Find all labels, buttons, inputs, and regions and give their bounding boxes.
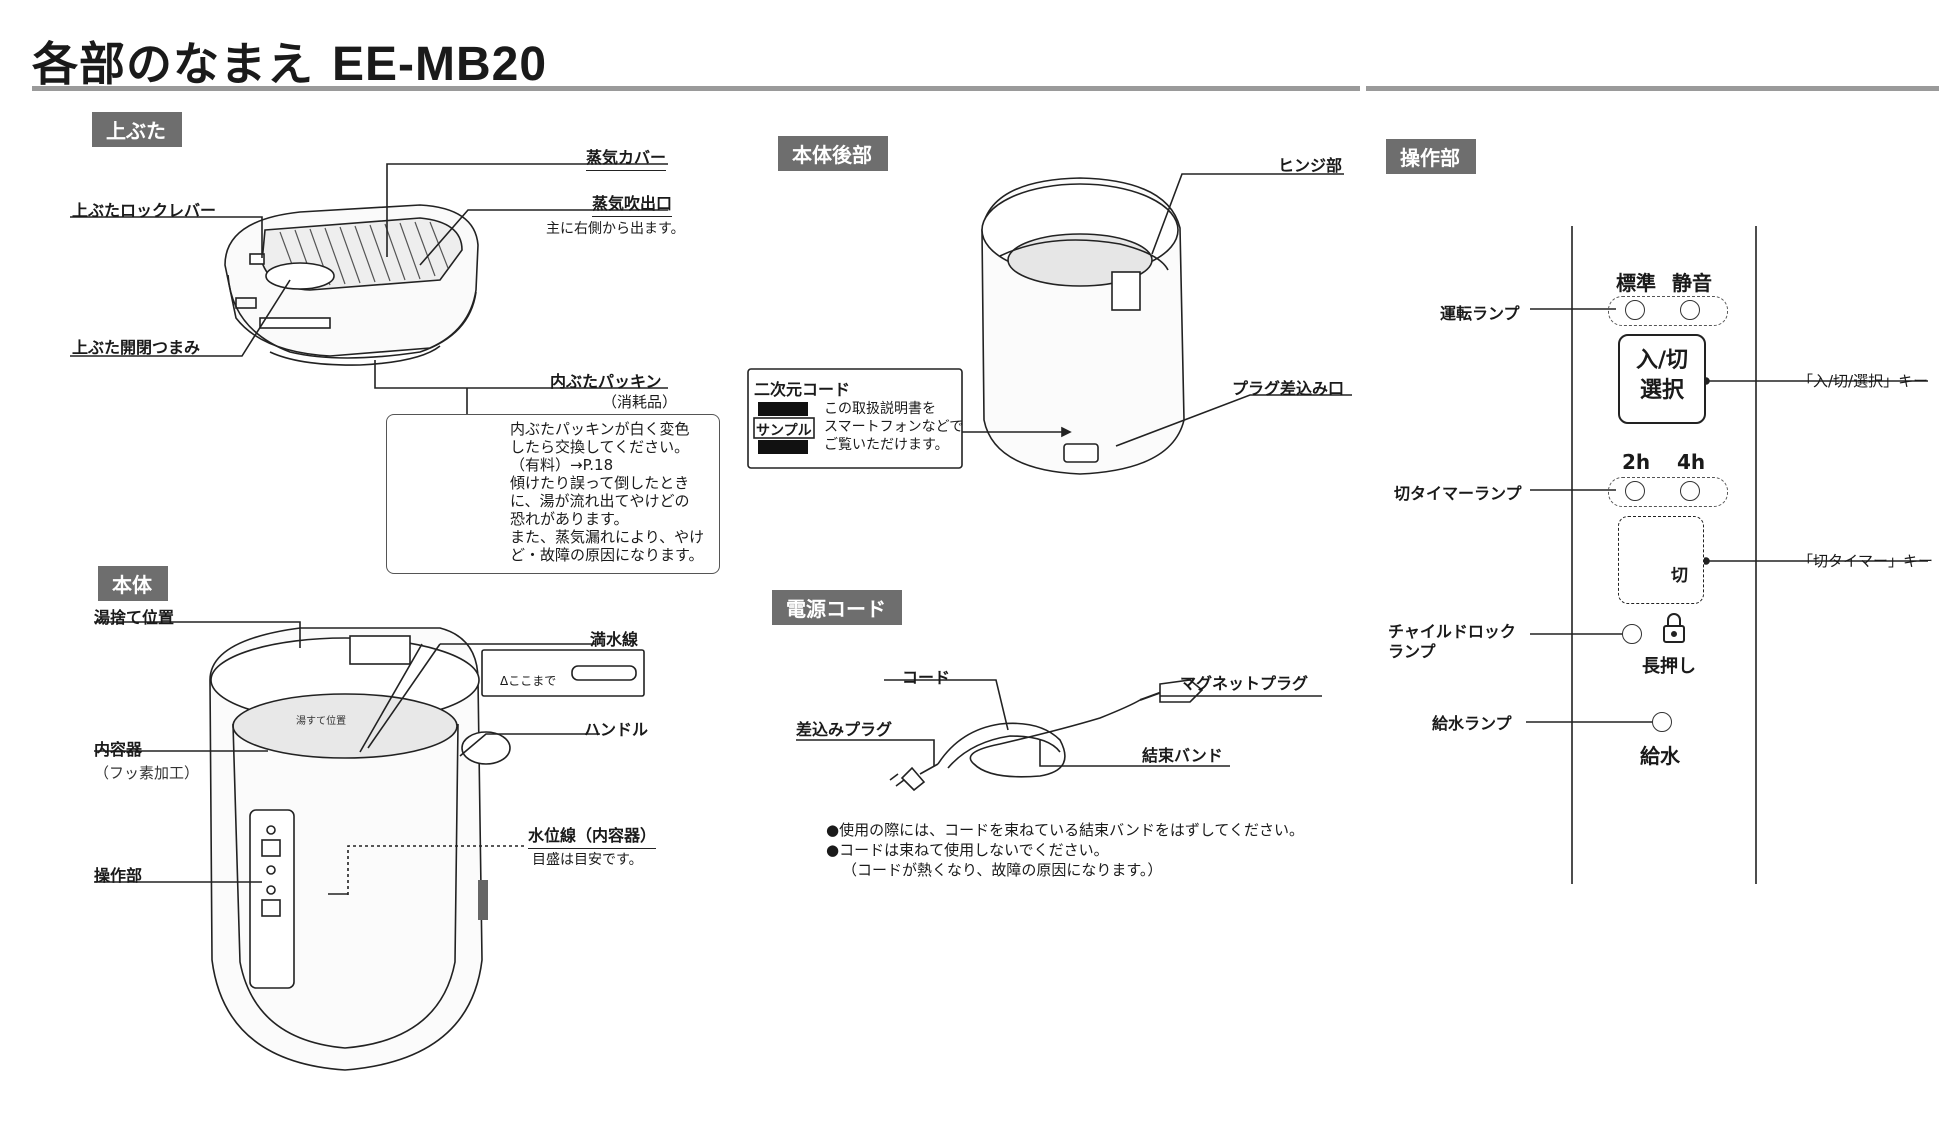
run-lamp-group — [1608, 296, 1728, 326]
select-key[interactable]: 入/切 選択 — [1618, 334, 1706, 424]
label-timer-lamp: 切タイマーランプ — [1394, 484, 1522, 503]
section-cord: 電源コード — [772, 590, 902, 625]
cord-note-1: ●使用の際には、コードを束ねている結束バンドをはずしてください。 — [826, 821, 1304, 839]
lamp-4h — [1680, 481, 1700, 501]
section-panel: 操作部 — [1386, 139, 1476, 174]
full-line-mark-text: ここまで — [508, 674, 557, 688]
qr-code-icon — [758, 402, 808, 454]
label-full-line: 満水線 — [590, 630, 639, 649]
full-line-mark: Δここまで — [500, 674, 557, 688]
label-plug: 差込みプラグ — [796, 720, 893, 739]
qr-title: 二次元コード — [754, 380, 851, 399]
title-rule-right — [1366, 86, 1939, 91]
timer-2h: 2h — [1622, 450, 1651, 474]
lamp-2h — [1625, 481, 1645, 501]
label-pour-position: 湯捨て位置 — [94, 608, 175, 627]
label-run-lamp: 運転ランプ — [1440, 304, 1520, 323]
lid-illustration — [224, 204, 479, 366]
label-open-knob: 上ぶた開閉つまみ — [72, 338, 201, 357]
label-cord: コード — [902, 668, 951, 687]
steam-outlet-note: 主に右側から出ます。 — [546, 221, 685, 237]
label-steam-cover: 蒸気カバー — [586, 144, 667, 171]
label-hinge: ヒンジ部 — [1278, 156, 1343, 175]
label-lock-lever: 上ぶたロックレバー — [72, 201, 217, 220]
timer-lamp-group — [1608, 477, 1728, 507]
section-rear: 本体後部 — [778, 136, 888, 171]
body-illustration: 湯すて位置 — [209, 627, 511, 1071]
label-magnet-plug: マグネットプラグ — [1180, 674, 1309, 693]
qr-note: この取扱説明書を スマートフォンなどで ご覧いただけます。 — [824, 401, 964, 453]
water-level-note: 目盛は目安です。 — [532, 852, 643, 868]
pot-mark: 湯すて位置 — [296, 714, 346, 727]
title-rule-left — [32, 86, 1360, 91]
mode-quiet: 静音 — [1672, 271, 1712, 295]
lamp-quiet — [1680, 300, 1700, 320]
label-packing: 内ぶたパッキン — [550, 372, 662, 391]
lamp-standard — [1625, 300, 1645, 320]
packing-consumable: （消耗品） — [602, 393, 678, 411]
section-lid: 上ぶた — [92, 112, 182, 147]
label-band: 結束バンド — [1142, 746, 1223, 765]
label-timer-key: 「切タイマー」キー — [1798, 552, 1934, 570]
inner-lid-label: 内ぶた — [416, 474, 468, 494]
label-handle: ハンドル — [584, 720, 649, 739]
label-select-key: 「入/切/選択」キー — [1798, 372, 1929, 390]
label-child-lock: チャイルドロック ランプ — [1388, 622, 1516, 661]
long-press: 長押し — [1642, 656, 1696, 677]
packing-note: 内ぶたパッキンが白く変色 したら交換してください。 （有料）→P.18 傾けたり… — [510, 420, 705, 564]
select-key-text: 入/切 選択 — [1635, 348, 1689, 403]
lock-glyph — [1663, 613, 1685, 643]
cord-illustration — [889, 679, 1204, 792]
label-water-lamp: 給水ランプ — [1432, 714, 1512, 733]
cord-note-3: （コードが熱くなり、故障の原因になります。） — [842, 861, 1163, 879]
label-inner-pot: 内容器 — [94, 740, 143, 759]
lamp-water — [1652, 712, 1672, 732]
timer-4h: 4h — [1677, 450, 1706, 474]
rear-illustration — [981, 177, 1185, 475]
timer-key-sub: 切 — [1671, 566, 1688, 586]
label-plug-socket: プラグ差込み口 — [1232, 379, 1345, 398]
timer-key[interactable]: 切 — [1618, 516, 1704, 604]
page-title: 各部のなまえ EE-MB20 — [32, 28, 547, 94]
title-text: 各部のなまえ — [32, 37, 314, 91]
label-steam-outlet: 蒸気吹出口 — [592, 190, 673, 217]
label-body-panel: 操作部 — [94, 866, 143, 885]
label-water-level: 水位線（内容器） — [528, 822, 657, 849]
section-body: 本体 — [98, 566, 168, 601]
cord-note-2: ●コードは束ねて使用しないでください。 — [826, 841, 1109, 859]
packing-note-box — [386, 414, 720, 574]
mode-standard: 標準 — [1616, 271, 1656, 295]
inner-pot-coating: （フッ素加工） — [94, 764, 200, 782]
water-text: 給水 — [1640, 744, 1680, 768]
model-number: EE-MB20 — [332, 38, 548, 91]
qr-sample: サンプル — [756, 423, 812, 439]
lamp-child-lock — [1622, 624, 1642, 644]
